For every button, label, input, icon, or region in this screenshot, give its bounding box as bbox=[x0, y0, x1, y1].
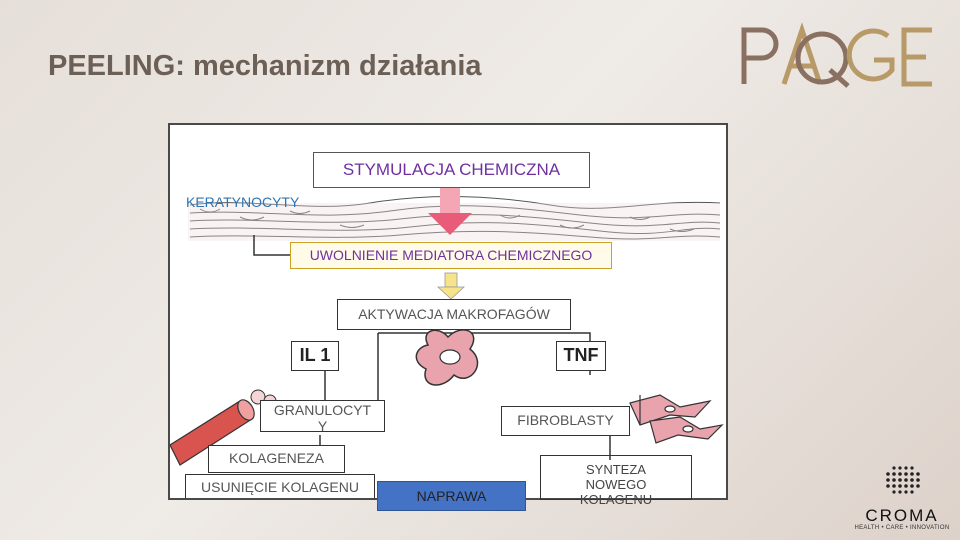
collagen-removal-box: USUNIĘCIE KOLAGENU bbox=[185, 474, 375, 498]
granulocyte-label-line1: GRANULOCYT bbox=[273, 402, 372, 418]
page-title: PEELING: mechanizm działania bbox=[48, 50, 482, 82]
activation-arrow bbox=[436, 272, 466, 300]
collagenase-box: KOLAGENEZA bbox=[208, 445, 345, 473]
synthesis-line2: NOWEGO bbox=[585, 477, 647, 492]
new-collagen-synthesis-box: SYNTEZA NOWEGO KOLAGENU bbox=[540, 455, 692, 507]
macrophage-cell bbox=[415, 329, 479, 386]
macrophage-activation-box: AKTYWACJA MAKROFAGÓW bbox=[337, 299, 571, 330]
il1-box: IL 1 bbox=[291, 341, 339, 371]
mechanism-diagram: KERATYNOCYTY STYMULACJA CHEMICZNA UWOLNI… bbox=[168, 123, 728, 500]
croma-name: CROMA bbox=[865, 506, 939, 525]
chemical-stimulation-box: STYMULACJA CHEMICZNA bbox=[313, 152, 590, 188]
fibroblast-cells bbox=[629, 394, 724, 444]
tnf-box: TNF bbox=[556, 341, 606, 371]
granulocyte-box: GRANULOCYT Y bbox=[260, 400, 385, 434]
synthesis-line3: KOLAGENU bbox=[579, 492, 653, 507]
croma-tagline: HEALTH • CARE • INNOVATION bbox=[854, 525, 950, 531]
croma-dots-icon bbox=[886, 466, 920, 494]
synthesis-line1: SYNTEZA bbox=[586, 462, 646, 477]
granulocyte-label-line2: Y bbox=[317, 418, 328, 434]
keratinocyte-label: KERATYNOCYTY bbox=[186, 194, 300, 210]
diagram-graphics bbox=[170, 187, 724, 466]
croma-logo: CROMA HEALTH • CARE • INNOVATION bbox=[848, 462, 956, 532]
mediator-release-box: UWOLNIENIE MEDIATORA CHEMICZNEGO bbox=[290, 242, 612, 269]
skin-layer-illustration bbox=[189, 195, 721, 240]
page-logo bbox=[741, 22, 932, 88]
fibroblast-box: FIBROBLASTY bbox=[501, 406, 630, 436]
repair-box: NAPRAWA bbox=[377, 481, 526, 511]
stimulation-arrow bbox=[428, 187, 472, 235]
